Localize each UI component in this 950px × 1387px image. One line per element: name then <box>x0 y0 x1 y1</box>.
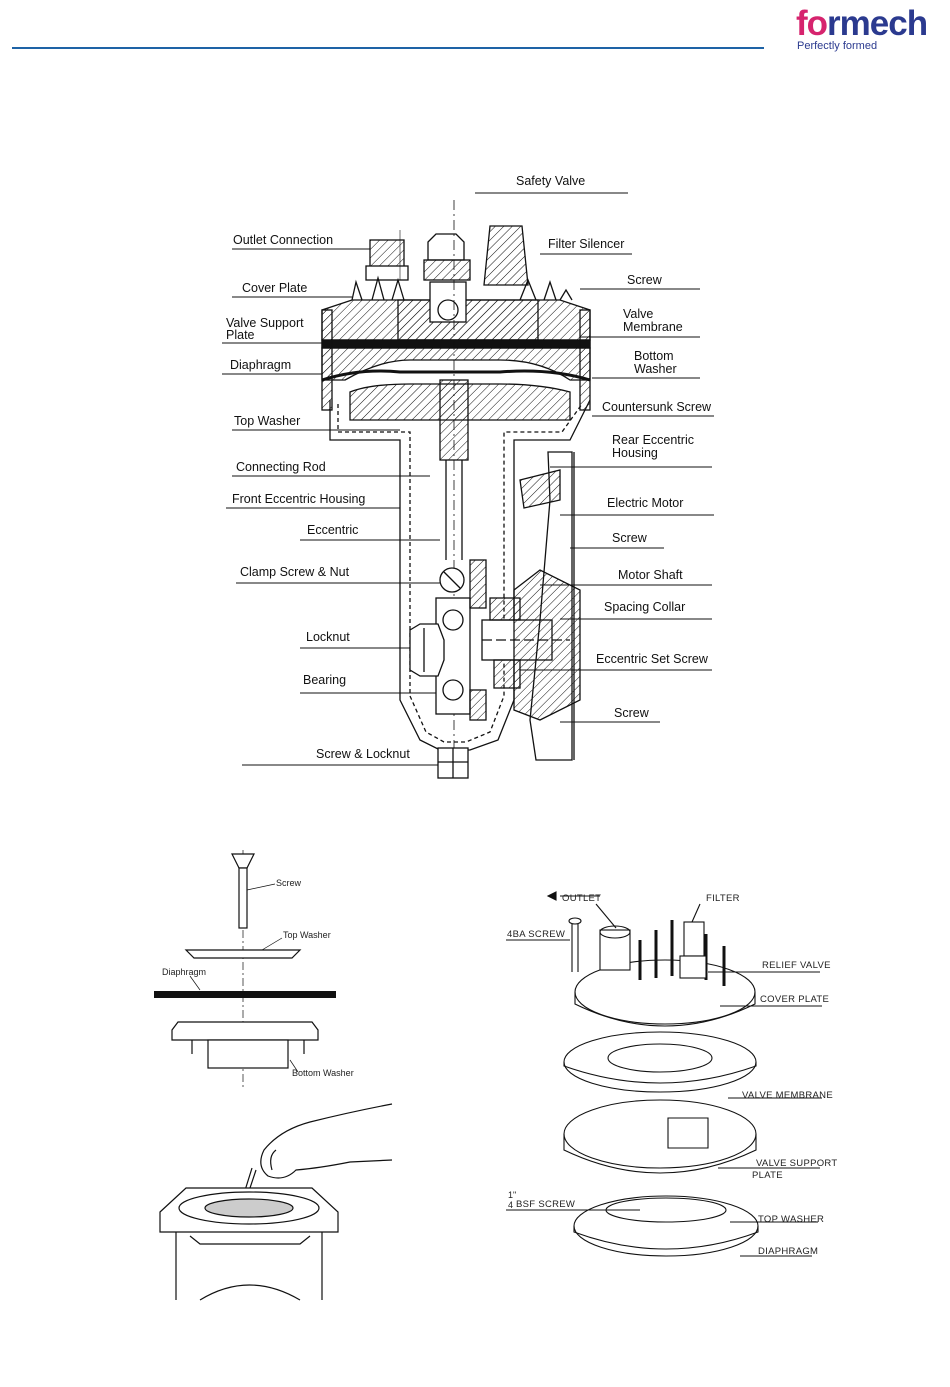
label-4ba-screw: 4BA SCREW <box>507 929 565 940</box>
logo-wordmark-accent: fo <box>796 4 828 43</box>
label-valve-support-caps-1: VALVE SUPPORT <box>756 1158 838 1169</box>
logo-tagline: Perfectly formed <box>797 40 878 52</box>
label-countersunk-screw: Countersunk Screw <box>602 400 712 414</box>
diaphragm-exploded-view: Screw Top Washer Diaphragm Bottom Washer <box>154 850 354 1090</box>
label-valve-support-caps-2: PLATE <box>752 1170 783 1181</box>
label-outlet: OUTLET <box>562 893 601 904</box>
label-eccentric-set-screw: Eccentric Set Screw <box>596 652 709 666</box>
label-spacing-collar: Spacing Collar <box>604 600 685 614</box>
hand-oiling-illustration <box>159 1103 393 1301</box>
label-screw-small: Screw <box>276 878 302 888</box>
label-front-eccentric-housing: Front Eccentric Housing <box>232 492 365 506</box>
label-locknut: Locknut <box>306 630 350 644</box>
label-electric-motor: Electric Motor <box>607 496 683 510</box>
logo-wordmark-rest: rmech <box>827 4 928 43</box>
label-diaphragm-caps: DIAPHRAGM <box>758 1246 818 1257</box>
label-top-washer-caps: TOP WASHER <box>758 1214 824 1225</box>
label-rear-eccentric-1: Rear Eccentric <box>612 433 694 447</box>
label-diaphragm-small: Diaphragm <box>162 967 206 977</box>
label-top-washer: Top Washer <box>234 414 300 428</box>
label-bsf-screw: BSF SCREW <box>516 1199 575 1210</box>
label-relief-valve: RELIEF VALVE <box>762 960 831 971</box>
label-screw-top: Screw <box>627 273 663 287</box>
formech-logo: formech Perfectly formed <box>796 6 946 58</box>
label-eccentric: Eccentric <box>307 523 358 537</box>
label-outlet-connection: Outlet Connection <box>233 233 333 247</box>
label-top-washer-small: Top Washer <box>283 930 331 940</box>
left-leader-lines <box>222 248 442 766</box>
label-valve-membrane-caps: VALVE MEMBRANE <box>742 1090 833 1101</box>
label-cover-plate-caps: COVER PLATE <box>760 994 829 1005</box>
label-clamp-screw-nut: Clamp Screw & Nut <box>240 565 350 579</box>
header-rule <box>12 47 764 49</box>
logo-wordmark: formech <box>796 6 946 42</box>
label-rear-eccentric-2: Housing <box>612 446 658 460</box>
label-bearing: Bearing <box>303 673 346 687</box>
label-diaphragm: Diaphragm <box>230 358 291 372</box>
label-bottom-washer-1: Bottom <box>634 349 674 363</box>
label-screw-bottom: Screw <box>614 706 650 720</box>
label-valve-support-1: Valve Support <box>226 316 304 330</box>
label-screw-locknut: Screw & Locknut <box>316 747 410 761</box>
label-bottom-washer-2: Washer <box>634 362 677 376</box>
label-filter-silencer: Filter Silencer <box>548 237 624 251</box>
label-valve-membrane-2: Membrane <box>623 320 683 334</box>
label-motor-shaft: Motor Shaft <box>618 568 683 582</box>
label-valve-membrane-1: Valve <box>623 307 653 321</box>
right-leader-lines <box>475 192 714 723</box>
label-valve-support-2: Plate <box>226 328 255 342</box>
label-safety-valve: Safety Valve <box>516 174 585 188</box>
head-exploded-labels: OUTLET FILTER 4BA SCREW RELIEF VALVE COV… <box>507 893 838 1257</box>
label-connecting-rod: Connecting Rod <box>236 460 326 474</box>
label-cover-plate: Cover Plate <box>242 281 307 295</box>
label-screw-mid: Screw <box>612 531 648 545</box>
eccentric-assembly <box>399 230 581 779</box>
label-bsf-fraction-den: 4 <box>508 1200 513 1210</box>
label-bsf-fraction-num: 1" <box>508 1190 516 1200</box>
head-exploded-view <box>506 891 822 1257</box>
label-filter: FILTER <box>706 893 740 904</box>
pump-cross-section: Outlet Connection Cover Plate Valve Supp… <box>222 174 714 780</box>
label-bottom-washer-small: Bottom Washer <box>292 1068 354 1078</box>
